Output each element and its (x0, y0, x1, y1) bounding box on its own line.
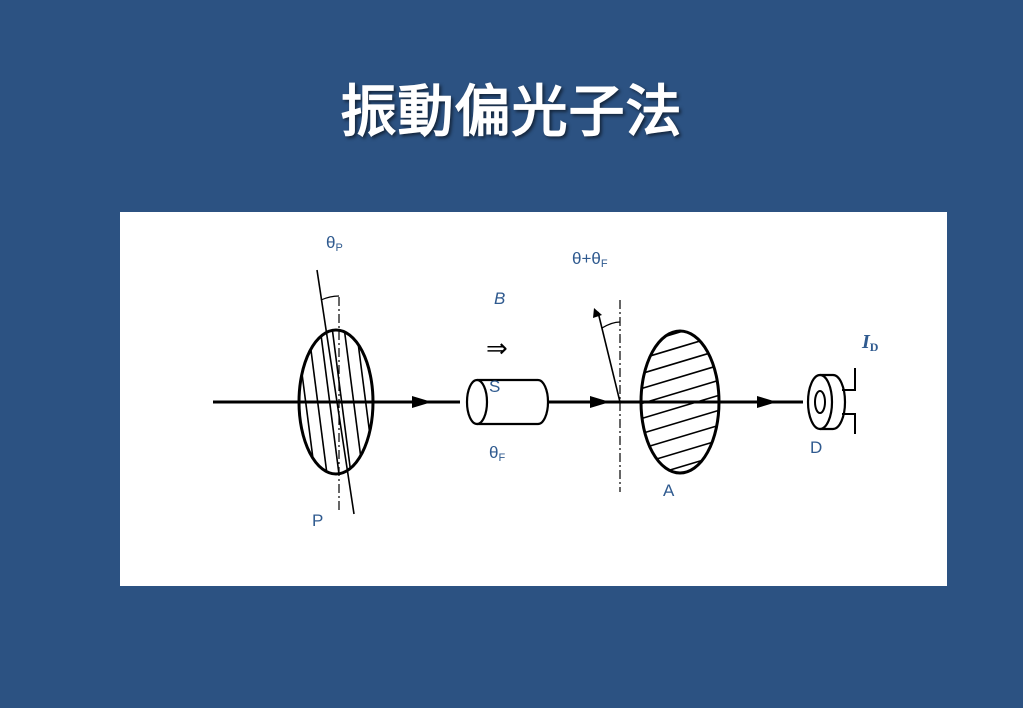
diagram-panel: θP θ+θF B ⇒ ID S θF D A P (120, 212, 947, 586)
rotation-reference (593, 300, 621, 492)
label-p: P (312, 511, 324, 530)
label-d: D (810, 438, 823, 457)
beam-arrow-1 (412, 396, 432, 408)
label-theta-p: θP (326, 233, 343, 254)
detector-d (806, 368, 856, 434)
label-a: A (663, 481, 675, 500)
beam-arrow-3 (757, 396, 777, 408)
analyzer-a (639, 329, 721, 475)
label-b-field: B (494, 289, 506, 308)
label-i-d: ID (862, 331, 879, 354)
label-theta-f: θF (489, 443, 506, 464)
polarizer-p (297, 269, 375, 515)
slide-title: 振動偏光子法 (340, 80, 683, 145)
label-b-arrow: ⇒ (486, 334, 508, 364)
label-s: S (489, 377, 501, 396)
faraday-cell-s (465, 378, 550, 426)
beam-arrow-2 (590, 396, 610, 408)
optics-diagram (213, 269, 856, 515)
label-theta-plus-theta-f: θ+θF (572, 249, 608, 270)
